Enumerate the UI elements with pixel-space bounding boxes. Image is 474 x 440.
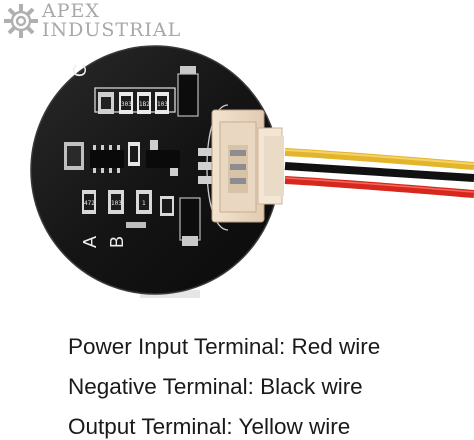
logo-text-line1: APEX xyxy=(42,0,100,22)
caption-power-input: Power Input Terminal: Red wire xyxy=(68,334,381,359)
jst-connector xyxy=(211,109,284,223)
wire-black xyxy=(284,162,474,182)
silk-label-b: B xyxy=(107,236,127,248)
marking-1: 303 xyxy=(121,101,132,108)
pcb-board xyxy=(31,46,279,294)
brand-logo: APEX INDUSTRIAL xyxy=(2,0,182,44)
marking-5: 103 xyxy=(111,200,122,207)
wire-yellow xyxy=(284,148,474,170)
logo-text-line2: INDUSTRIAL xyxy=(42,19,182,41)
wire-red xyxy=(284,176,474,198)
smd-components xyxy=(64,66,201,246)
marking-6: 1 xyxy=(142,200,146,207)
silk-label-a: A xyxy=(80,236,100,248)
caption-output: Output Terminal: Yellow wire xyxy=(68,414,351,439)
wire-bundle xyxy=(284,148,474,198)
gear-icon xyxy=(4,4,38,38)
marking-3: 103 xyxy=(157,101,168,108)
product-photo: 303 1B2 103 472 103 1 C B A xyxy=(30,45,474,298)
caption-negative: Negative Terminal: Black wire xyxy=(68,374,363,399)
marking-2: 1B2 xyxy=(139,101,150,108)
marking-4: 472 xyxy=(84,200,95,207)
silk-label-c: C xyxy=(70,64,90,77)
